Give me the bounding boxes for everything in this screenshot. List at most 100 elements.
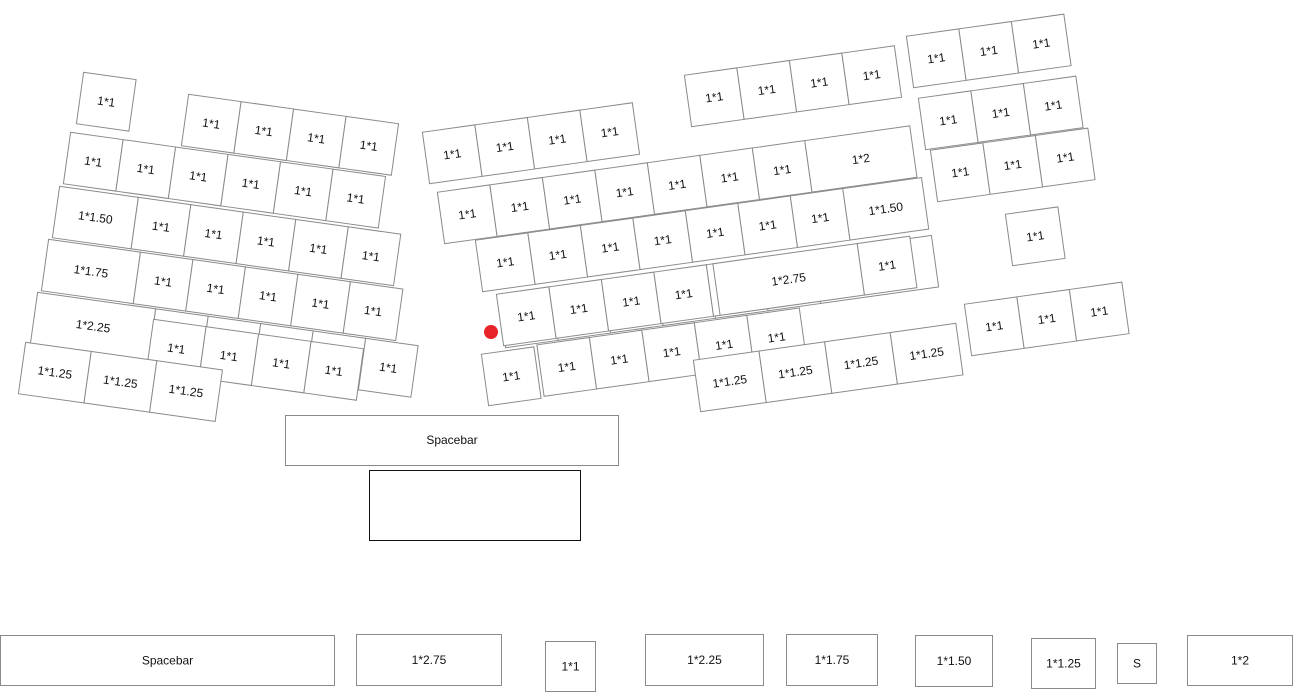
right-half-key: 1*1: [841, 45, 903, 106]
arrow-cluster-key-label: 1*1: [1037, 311, 1057, 327]
nav-cluster-key-label: 1*1: [1003, 157, 1023, 173]
right-half-key-label: 1*1: [569, 301, 589, 317]
left-half-key-label: 1*1: [201, 116, 221, 132]
right-half-key: 1*1: [489, 176, 551, 237]
right-half-key: 1*1: [653, 264, 715, 325]
left-half-key-label: 1*1: [83, 154, 103, 170]
right-half-key-label: 1*1: [621, 293, 641, 309]
right-half-key-label: 1*1: [720, 169, 740, 185]
legend-key-label: 1*2: [1231, 654, 1249, 668]
left-half-key-label: 1*1: [293, 183, 313, 199]
left-half-key: 1*1: [285, 108, 347, 169]
left-half-key-label: 1*1: [166, 341, 186, 357]
left-half-key: 1*1: [220, 153, 282, 214]
right-half-key: 1*2: [804, 125, 918, 193]
left-half-key-label: 1*2.25: [75, 317, 112, 336]
left-half-key: 1*1: [340, 226, 402, 287]
right-half-key: 1*1.25: [889, 322, 964, 385]
right-half-key: 1*1: [527, 224, 589, 285]
arrow-cluster-key: 1*1: [1068, 281, 1130, 342]
right-half-key: 1*1: [495, 286, 557, 347]
left-half-key-label: 1*1: [188, 168, 208, 184]
nav-cluster-key-label: 1*1: [950, 164, 970, 180]
right-half-key: 1*1.50: [842, 176, 930, 241]
right-half-key: 1*1: [684, 202, 746, 263]
legend-key: 1*2: [1187, 635, 1293, 686]
legend-key-label: 1*1.75: [815, 653, 850, 667]
left-half-key-label: 1*1: [96, 94, 116, 110]
arrow-cluster-key: 1*1: [1004, 206, 1066, 267]
right-half-key-label: 1*1: [653, 232, 673, 248]
right-half-key: 1*1: [541, 169, 603, 230]
right-half-key: 1*1: [474, 232, 536, 293]
left-half-key-label: 1*1.25: [168, 382, 205, 401]
right-half-key-label: 1*1: [714, 337, 734, 353]
legend-key: 1*1.25: [1031, 638, 1096, 689]
right-half-key-label: 1*1: [510, 199, 530, 215]
nav-cluster-key-label: 1*1: [1043, 97, 1063, 113]
left-half-key: 1*1: [132, 251, 194, 312]
nav-cluster-key: 1*1: [1034, 127, 1096, 188]
right-half-key-label: 1*1: [557, 359, 577, 375]
left-half-key-label: 1*1: [271, 355, 291, 371]
arrow-cluster-key-label: 1*1: [984, 318, 1004, 334]
spacebar-key-label: Spacebar: [426, 433, 477, 447]
left-half-key-label: 1*1.25: [102, 372, 139, 391]
left-half-key-label: 1*1: [359, 138, 379, 154]
nav-cluster-key: 1*1: [917, 90, 979, 151]
right-half-key-label: 1*1: [562, 191, 582, 207]
right-half-key: 1*1: [699, 147, 761, 208]
left-half-key: 1*1: [130, 196, 192, 257]
left-half-key: 1*1.50: [51, 185, 139, 250]
right-half-key-label: 1*1.25: [712, 372, 749, 391]
legend-key-label: 1*1.50: [937, 654, 972, 668]
left-half-key-label: 1*1: [363, 303, 383, 319]
right-half-key-label: 1*1: [674, 286, 694, 302]
right-half-key-label: 1*1: [495, 254, 515, 270]
nav-cluster-key-label: 1*1: [1031, 35, 1051, 51]
left-half-key: 1*1: [237, 266, 299, 327]
left-half-key: 1*1.25: [83, 350, 158, 413]
right-half-key: 1*1: [526, 109, 588, 170]
left-half-key-label: 1*1: [136, 161, 156, 177]
spacebar-key: Spacebar: [285, 415, 619, 466]
right-half-key: 1*1: [737, 195, 799, 256]
left-half-key-label: 1*1: [206, 281, 226, 297]
left-half-key: 1*1: [287, 218, 349, 279]
left-half-key-label: 1*1: [324, 363, 344, 379]
right-half-key-label: 1*1: [442, 146, 462, 162]
right-half-key-label: 1*1: [862, 67, 882, 83]
left-half-key: 1*1: [325, 168, 387, 229]
nav-cluster-key: 1*1: [929, 142, 991, 203]
left-half-key-label: 1*1: [204, 226, 224, 242]
left-half-key: 1*1.25: [17, 341, 92, 404]
left-half-key-label: 1*1: [309, 241, 329, 257]
legend-key: 1*2.75: [356, 634, 502, 686]
left-half-key: 1*1: [183, 204, 244, 265]
right-half-key-label: 1*1.25: [843, 354, 880, 373]
left-half-key: 1*1: [233, 101, 295, 162]
right-half-key-label: 1*1: [501, 368, 521, 384]
right-half-key-label: 1*1: [600, 239, 620, 255]
legend-key-label: 1*1.25: [1046, 657, 1081, 671]
right-half-key-label: 1*1: [662, 344, 682, 360]
right-half-key: 1*1: [683, 67, 745, 128]
left-half-key: 1*1: [303, 340, 365, 401]
legend-key-label: 1*2.25: [687, 653, 722, 667]
right-half-key: 1*1: [646, 154, 708, 215]
nav-cluster-key: 1*1: [982, 134, 1044, 195]
arrow-cluster-key-label: 1*1: [1025, 228, 1045, 244]
right-half-key: 1*1: [789, 188, 851, 249]
nav-cluster-key: 1*1: [970, 82, 1032, 143]
right-half-key: 1*1: [480, 346, 542, 407]
left-half-key: 1*1: [250, 333, 312, 394]
left-half-key-label: 1*1: [361, 248, 381, 264]
nav-cluster-key-label: 1*1: [938, 112, 958, 128]
left-half-key: 1*1: [235, 211, 297, 272]
right-half-key: 1*1: [856, 235, 918, 296]
legend-key: 1*1.75: [786, 634, 878, 686]
nav-cluster-key: 1*1: [1022, 75, 1084, 136]
arrow-cluster-key: 1*1: [963, 296, 1025, 357]
right-half-key-label: 1*1: [548, 247, 568, 263]
left-half-key: 1*1: [342, 281, 404, 342]
